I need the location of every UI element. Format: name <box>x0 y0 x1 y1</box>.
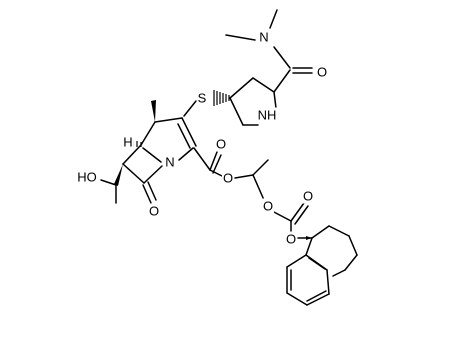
bond-ester-c-o-1 <box>209 151 218 171</box>
bond-c2-c3-a <box>181 117 197 147</box>
atom-n-lactam: N <box>165 155 174 170</box>
bond-n-c5 <box>142 147 162 163</box>
bond-ar-2 <box>286 254 307 268</box>
bond-ring-n-c2 <box>273 91 277 109</box>
bond-carbonate-o-1 <box>290 202 305 222</box>
bond-c6-c7 <box>122 163 145 184</box>
atom-o-carbonate-b: O <box>286 232 296 247</box>
bond-ar-1-inner <box>308 257 326 270</box>
atom-labels: N O NH S N H HO O O O O O O <box>76 29 329 247</box>
bond-ch-o <box>252 174 265 201</box>
bond-c2-c1 <box>154 117 183 123</box>
atom-nh-pyrrolidine: NH <box>258 108 277 123</box>
atom-label-background <box>256 107 278 123</box>
bond-c3-n <box>178 147 194 161</box>
bond-ring-c2-c3 <box>252 77 275 93</box>
bond-carbonate-o-2 <box>294 205 309 225</box>
atom-o-lactam: O <box>149 204 159 219</box>
bond-ch-methyl <box>252 159 269 176</box>
benzocycloheptene <box>286 225 358 306</box>
bond-ester-c-o-2 <box>212 154 222 174</box>
bond-c1-ar <box>305 237 313 256</box>
bond-ar-4 <box>286 292 308 306</box>
bond-ester-c-o <box>209 169 223 177</box>
atom-label-background <box>164 154 176 170</box>
bond-c5-ar <box>332 269 346 277</box>
atom-ho-hydroxy: HO <box>77 170 97 185</box>
bond-o-carbonate-c <box>271 210 292 222</box>
atom-label-background <box>284 231 298 247</box>
atom-label-background <box>258 29 270 45</box>
atom-label-background <box>261 198 275 214</box>
bond-c3-ester-c <box>193 147 211 171</box>
bond-carbonyl-alpha <box>273 69 291 93</box>
bond-c1-c5 <box>140 121 156 146</box>
carbapenem-core <box>100 100 197 204</box>
bond-c7-o-1 <box>142 184 152 204</box>
bond-ar-5-inner <box>306 290 327 302</box>
bond-ring-c4-c5 <box>229 97 244 126</box>
atom-h-bridge: H <box>123 135 132 150</box>
atom-o-ester-carbonyl: O <box>216 137 226 152</box>
bond-c2-c3 <box>328 225 350 237</box>
wedge-c1-methyl <box>151 100 156 122</box>
atom-o-carbonate-a: O <box>263 199 273 214</box>
bond-c2-c3-b <box>177 123 191 149</box>
atom-label-background <box>214 136 228 152</box>
atom-label-background <box>196 90 208 106</box>
bond-methyl-n-top <box>269 9 278 29</box>
atom-label-background <box>147 203 161 219</box>
bond-ar-5 <box>306 293 330 306</box>
atom-label-background <box>315 64 329 80</box>
hashed-bond-c4-s <box>213 90 230 106</box>
wedge-c6-side-chain <box>114 164 123 186</box>
atom-label-background <box>122 134 134 150</box>
bond-ar-6 <box>326 269 330 295</box>
ester-linker <box>193 147 313 239</box>
bond-s-c2 <box>183 100 197 117</box>
bond-methyl-n-left <box>225 34 256 41</box>
bond-c7-n <box>143 165 163 184</box>
pyrrolidine-ring <box>213 77 277 126</box>
dimethylamide-group <box>225 9 313 93</box>
atom-label-background <box>76 169 98 185</box>
bond-o-ch <box>234 174 254 179</box>
atom-o-carbonate-carbonyl: O <box>303 189 313 204</box>
bond-c5-c6 <box>122 144 142 165</box>
atom-n-dimethyl: N <box>259 30 268 45</box>
bond-n-carbonyl <box>273 46 291 69</box>
atom-label-background <box>221 170 235 186</box>
bond-c7-o-2 <box>147 181 157 201</box>
bond-c3-c4 <box>348 235 358 256</box>
atom-s-thio: S <box>198 91 207 106</box>
atom-o-amide: O <box>317 65 327 80</box>
bond-ring-c3-c4 <box>229 77 254 99</box>
atom-label-background <box>301 188 315 204</box>
wedge-ring-o <box>306 236 312 240</box>
bond-c1-c2 <box>311 225 330 239</box>
bond-c4-c5 <box>344 254 358 271</box>
atom-o-ester: O <box>223 171 233 186</box>
bond-chain-oh <box>100 179 117 186</box>
